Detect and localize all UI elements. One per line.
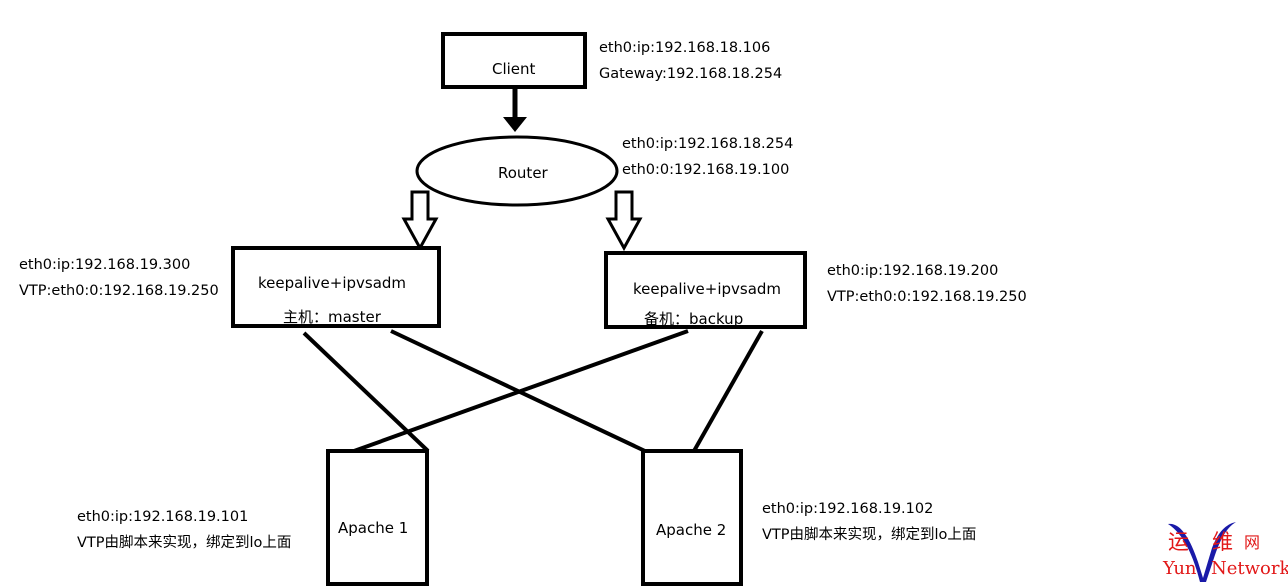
link-master-apache1 — [302, 331, 430, 453]
router-note-ip: eth0:ip:192.168.18.254 — [622, 136, 794, 152]
client-label: Client — [492, 60, 536, 78]
client-note-gateway: Gateway:192.168.18.254 — [599, 66, 783, 82]
backup-note-ip: eth0:ip:192.168.19.200 — [827, 263, 999, 279]
apache2-label: Apache 2 — [656, 521, 727, 539]
backup-note-vip: VTP:eth0:0:192.168.19.250 — [827, 289, 1027, 305]
master-box: keepalive+ipvsadm 主机：master — [231, 246, 441, 328]
client-note-ip: eth0:ip:192.168.18.106 — [599, 40, 771, 56]
logo-en-network: Network — [1211, 558, 1288, 579]
client-box: Client — [441, 32, 587, 89]
apache1-box: Apache 1 — [326, 449, 429, 586]
logo-en-yun: Yun — [1163, 558, 1197, 579]
apache2-note-vip: VTP由脚本来实现，绑定到lo上面 — [762, 527, 977, 543]
apache1-note-vip: VTP由脚本来实现，绑定到lo上面 — [77, 535, 292, 551]
link-backup-apache2 — [692, 330, 764, 452]
apache1-note: eth0:ip:192.168.19.101 VTP由脚本来实现，绑定到lo上面 — [77, 504, 291, 556]
apache1-note-ip: eth0:ip:192.168.19.101 — [77, 509, 249, 525]
link-backup-apache1 — [353, 329, 689, 453]
router-backup-arrow — [605, 190, 643, 252]
backup-box: keepalive+ipvsadm 备机：backup — [604, 251, 807, 329]
router-ellipse — [415, 135, 619, 207]
client-router-arrow-head — [503, 117, 527, 132]
logo-cn-wei: 维 — [1212, 530, 1233, 554]
backup-title: keepalive+ipvsadm — [633, 280, 782, 298]
apache2-box: Apache 2 — [641, 449, 743, 586]
backup-note: eth0:ip:192.168.19.200 VTP:eth0:0:192.16… — [827, 258, 1027, 310]
master-role: 主机：master — [283, 308, 381, 326]
master-note: eth0:ip:192.168.19.300 VTP:eth0:0:192.16… — [19, 252, 219, 304]
master-note-vip: VTP:eth0:0:192.168.19.250 — [19, 283, 219, 299]
logo-cn-yun: 运 — [1168, 530, 1189, 554]
watermark-logo: 运 维 网 Yun Network — [1160, 518, 1288, 584]
logo-cn-wang: 网 — [1244, 533, 1261, 552]
client-note: eth0:ip:192.168.18.106 Gateway:192.168.1… — [599, 35, 782, 87]
master-title: keepalive+ipvsadm — [258, 274, 407, 292]
router-label: Router — [498, 164, 548, 182]
router-note: eth0:ip:192.168.18.254 eth0:0:192.168.19… — [622, 131, 793, 183]
backup-role: 备机：backup — [644, 310, 744, 328]
apache2-note: eth0:ip:192.168.19.102 VTP由脚本来实现，绑定到lo上面 — [762, 496, 976, 548]
logo-v-mark — [1168, 522, 1236, 582]
master-note-ip: eth0:ip:192.168.19.300 — [19, 257, 191, 273]
router-master-arrow — [401, 190, 439, 252]
router-note-alias: eth0:0:192.168.19.100 — [622, 162, 790, 178]
apache2-note-ip: eth0:ip:192.168.19.102 — [762, 501, 934, 517]
apache1-label: Apache 1 — [338, 519, 409, 537]
